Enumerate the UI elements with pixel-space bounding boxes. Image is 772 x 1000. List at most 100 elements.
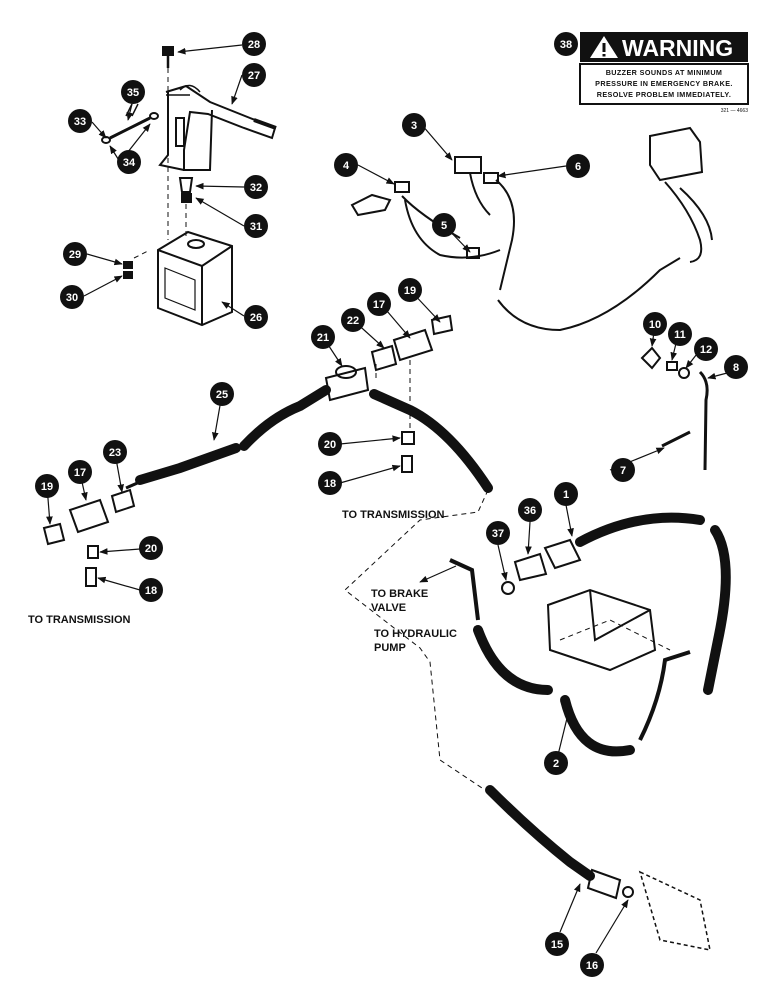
svg-text:30: 30 (66, 292, 78, 304)
destination-labels: TO TRANSMISSION TO TRANSMISSION TO BRAKE… (28, 509, 457, 654)
svg-text:34: 34 (123, 157, 136, 169)
svg-text:6: 6 (575, 161, 581, 173)
svg-text:25: 25 (216, 389, 228, 401)
hose-25 (125, 385, 331, 490)
svg-text:22: 22 (347, 315, 359, 327)
svg-text:38: 38 (560, 39, 572, 51)
callout-20: 20 (318, 432, 342, 456)
svg-text:17: 17 (74, 467, 86, 479)
callout-16: 16 (580, 953, 604, 977)
svg-text:18: 18 (324, 478, 336, 490)
callout-28: 28 (242, 32, 266, 56)
svg-text:7: 7 (620, 465, 626, 477)
callout-37: 37 (486, 521, 510, 545)
hose-transmission-center (369, 389, 493, 493)
svg-text:15: 15 (551, 939, 563, 951)
warning-line-3: RESOLVE PROBLEM IMMEDIATELY. (597, 90, 731, 99)
callout-27: 27 (242, 63, 266, 87)
svg-text:19: 19 (404, 285, 416, 297)
tee-fitting (324, 314, 454, 473)
svg-text:37: 37 (492, 528, 504, 540)
callout-7: 7 (611, 458, 635, 482)
callout-17b: 17 (68, 460, 92, 484)
label-to-brake-valve-line1: TO BRAKE (371, 588, 428, 600)
parts (42, 46, 731, 951)
svg-text:19: 19 (41, 481, 53, 493)
leaders (46, 44, 732, 954)
callout-4: 4 (334, 153, 358, 177)
warning-decal: WARNING BUZZER SOUNDS AT MINIMUM PRESSUR… (579, 32, 749, 114)
svg-text:20: 20 (145, 543, 157, 555)
svg-text:26: 26 (250, 312, 262, 324)
svg-text:4: 4 (343, 160, 350, 172)
decal-code: 321 — 4663 (721, 108, 748, 114)
callout-19b: 19 (35, 474, 59, 498)
callout-20b: 20 (139, 536, 163, 560)
svg-text:5: 5 (441, 220, 447, 232)
callout-33: 33 (68, 109, 92, 133)
callout-35: 35 (121, 80, 145, 104)
callout-1: 1 (554, 482, 578, 506)
callout-21: 21 (311, 325, 335, 349)
svg-text:33: 33 (74, 116, 86, 128)
svg-text:8: 8 (733, 362, 739, 374)
callout-2: 2 (544, 751, 568, 775)
svg-text:11: 11 (674, 329, 686, 341)
callout-3: 3 (402, 113, 426, 137)
callout-32: 32 (244, 175, 268, 199)
callouts: 38 28 27 35 33 34 32 31 29 30 26 3 4 6 5… (35, 32, 748, 977)
callout-34: 34 (117, 150, 141, 174)
svg-text:27: 27 (248, 70, 260, 82)
callout-8: 8 (724, 355, 748, 379)
svg-text:20: 20 (324, 439, 336, 451)
svg-text:32: 32 (250, 182, 262, 194)
warning-line-2: PRESSURE IN EMERGENCY BRAKE. (595, 79, 733, 88)
bracket (157, 230, 233, 327)
label-to-transmission-left: TO TRANSMISSION (28, 614, 131, 626)
svg-text:10: 10 (649, 319, 661, 331)
callout-6: 6 (566, 154, 590, 178)
label-to-hydraulic-pump-line1: TO HYDRAULIC (374, 628, 457, 640)
svg-text:18: 18 (145, 585, 157, 597)
label-to-brake-valve-line2: VALVE (371, 602, 406, 614)
svg-text:21: 21 (317, 332, 329, 344)
svg-text:16: 16 (586, 960, 598, 972)
svg-text:12: 12 (700, 344, 712, 356)
svg-text:31: 31 (250, 221, 262, 233)
hose-15 (485, 785, 711, 951)
svg-text:23: 23 (109, 447, 121, 459)
svg-text:17: 17 (373, 299, 385, 311)
svg-text:2: 2 (553, 758, 559, 770)
callout-15: 15 (545, 932, 569, 956)
callout-26: 26 (244, 305, 268, 329)
callout-5: 5 (432, 213, 456, 237)
svg-text:35: 35 (127, 87, 139, 99)
callout-17: 17 (367, 292, 391, 316)
pins (101, 103, 159, 279)
assembly-lines (133, 68, 671, 791)
callout-12: 12 (694, 337, 718, 361)
callout-18: 18 (318, 471, 342, 495)
brake-hose-loop (449, 512, 731, 757)
callout-31: 31 (244, 214, 268, 238)
left-fittings (42, 488, 136, 587)
callout-11: 11 (668, 322, 692, 346)
callout-19: 19 (398, 278, 422, 302)
warning-line-1: BUZZER SOUNDS AT MINIMUM (606, 68, 723, 77)
callout-10: 10 (643, 312, 667, 336)
switch-fittings (640, 346, 709, 471)
callout-25: 25 (210, 382, 234, 406)
warning-title: WARNING (622, 35, 733, 61)
callout-29: 29 (63, 242, 87, 266)
svg-text:29: 29 (69, 249, 81, 261)
callout-36: 36 (518, 498, 542, 522)
svg-text:28: 28 (248, 39, 260, 51)
label-to-hydraulic-pump-line2: PUMP (374, 642, 406, 654)
svg-text:36: 36 (524, 505, 536, 517)
callout-38: 38 (554, 32, 578, 56)
svg-text:1: 1 (563, 489, 569, 501)
callout-30: 30 (60, 285, 84, 309)
label-to-transmission-center: TO TRANSMISSION (342, 509, 445, 521)
callout-18b: 18 (139, 578, 163, 602)
